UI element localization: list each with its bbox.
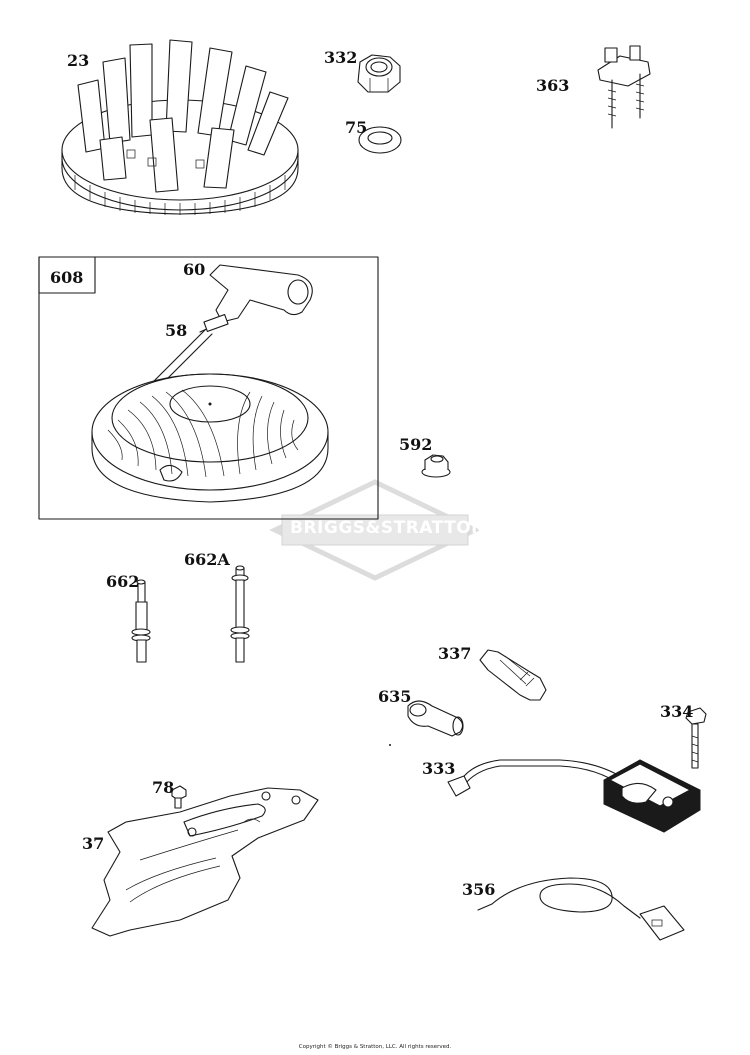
recoil-starter-housing (91, 373, 329, 503)
ignition-coil-part (447, 759, 701, 833)
watermark-logo (269, 479, 481, 581)
stud-662-part (131, 579, 151, 663)
label-58: 58 (165, 321, 188, 340)
hex-nut-part (357, 54, 401, 93)
label-662A: 662A (184, 550, 230, 569)
washer-part (358, 126, 402, 154)
stop-switch-part (597, 45, 651, 129)
label-635: 635 (378, 687, 412, 706)
flange-nut-part (421, 454, 451, 478)
air-guide-part (91, 787, 319, 937)
label-592: 592 (399, 435, 433, 454)
bolt-334-part (685, 707, 707, 769)
dot-mark (389, 744, 391, 746)
label-608: 608 (50, 268, 84, 287)
label-363: 363 (536, 76, 570, 95)
flywheel-part (61, 39, 299, 215)
label-75: 75 (345, 118, 368, 137)
spark-plug-part (479, 649, 547, 701)
copyright-notice: Copyright © Briggs & Stratton, LLC. All … (298, 1044, 452, 1050)
label-37: 37 (82, 834, 105, 853)
label-78: 78 (152, 778, 175, 797)
label-332: 332 (324, 48, 358, 67)
screw-78-part (171, 785, 187, 809)
starter-handle-part (199, 264, 313, 333)
ground-wire-part (477, 877, 685, 941)
label-662: 662 (106, 572, 140, 591)
watermark-text: BRIGGS&STRATTON (290, 518, 486, 538)
spark-plug-boot-part (407, 700, 464, 737)
label-60: 60 (183, 260, 206, 279)
label-333: 333 (422, 759, 456, 778)
label-337: 337 (438, 644, 472, 663)
label-23: 23 (67, 51, 90, 70)
label-334: 334 (660, 702, 694, 721)
stud-662A-part (230, 565, 250, 663)
recoil-starter-box (38, 256, 379, 520)
label-356: 356 (462, 880, 496, 899)
